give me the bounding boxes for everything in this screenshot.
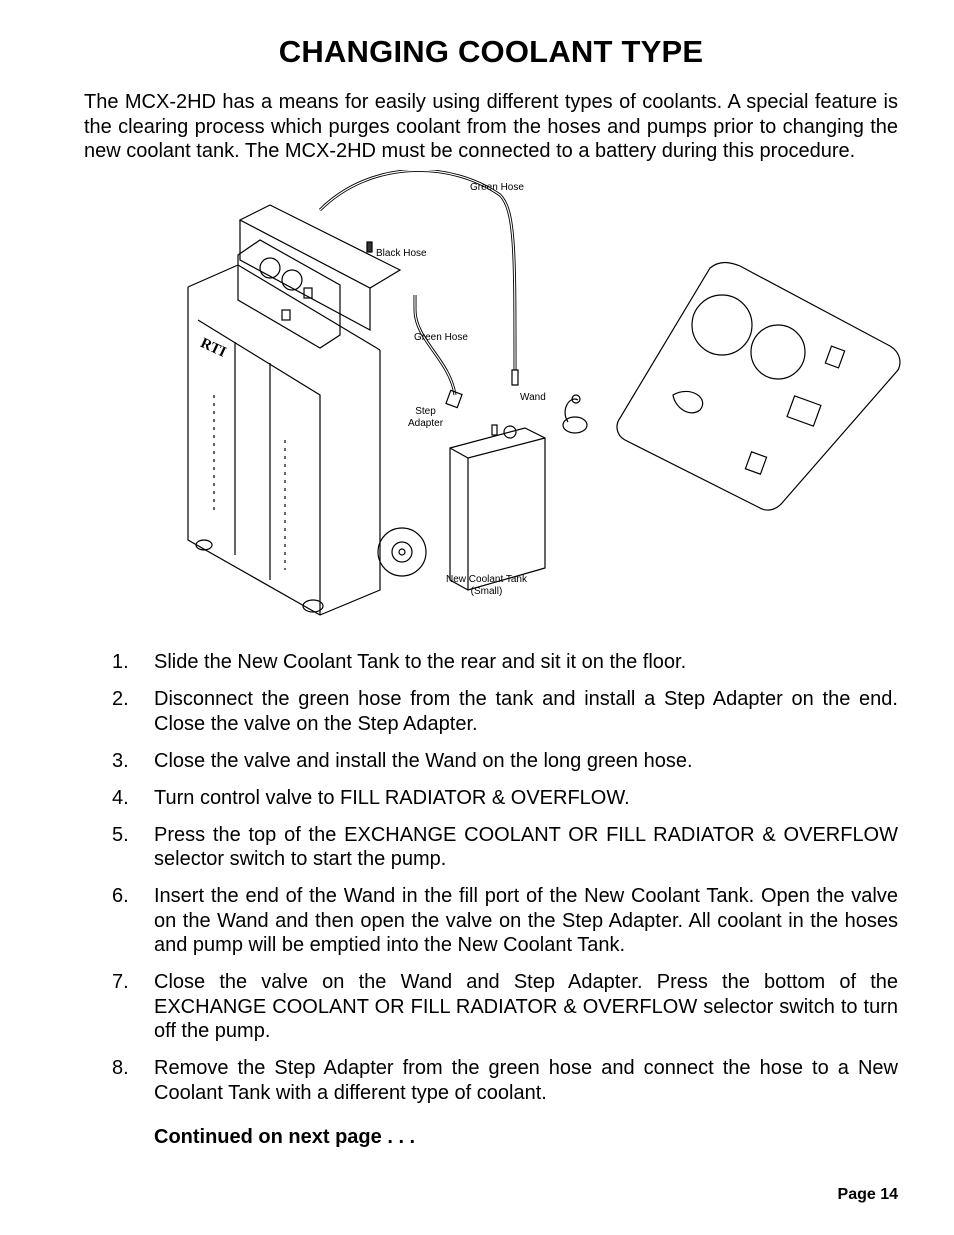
machine-illustration bbox=[187, 170, 901, 616]
label-step-adapter: Step Adapter bbox=[408, 406, 444, 429]
step-text: Close the valve and install the Wand on … bbox=[154, 749, 693, 772]
step-number: 5. bbox=[112, 823, 129, 846]
page-number: Page 14 bbox=[837, 1186, 898, 1203]
step-number: 3. bbox=[112, 749, 129, 772]
label-new-coolant-tank: New Coolant Tank (Small) bbox=[446, 574, 527, 597]
step-text: Disconnect the green hose from the tank … bbox=[154, 688, 898, 735]
label-black-hose: Black Hose bbox=[376, 248, 427, 259]
step-text: Close the valve on the Wand and Step Ada… bbox=[154, 971, 898, 1042]
label-wand: Wand bbox=[520, 392, 546, 403]
step-text: Insert the end of the Wand in the fill p… bbox=[154, 885, 898, 956]
intro-paragraph: The MCX-2HD has a means for easily using… bbox=[84, 91, 898, 162]
step-item: 5. Press the top of the EXCHANGE COOLANT … bbox=[112, 823, 898, 872]
step-item: 4. Turn control valve to FILL RADIATOR & … bbox=[112, 786, 898, 811]
step-text: Press the top of the EXCHANGE COOLANT OR… bbox=[154, 823, 898, 871]
step-number: 6. bbox=[112, 885, 129, 907]
step-item: 8. Remove the Step Adapter from the green… bbox=[112, 1056, 898, 1105]
step-number: 2. bbox=[112, 688, 129, 710]
step-item: 3. Close the valve and install the Wand o… bbox=[112, 749, 898, 774]
step-number: 8. bbox=[112, 1057, 129, 1079]
step-number: 4. bbox=[112, 786, 129, 809]
step-text: Remove the Step Adapter from the green h… bbox=[154, 1057, 898, 1104]
step-item: 1. Slide the New Coolant Tank to the rear… bbox=[112, 650, 898, 675]
label-green-hose-top: Green Hose bbox=[470, 182, 524, 193]
label-green-hose-mid: Green Hose bbox=[414, 332, 468, 343]
step-number: 1. bbox=[112, 651, 129, 673]
step-item: 2. Disconnect the green hose from the tan… bbox=[112, 687, 898, 736]
step-item: 7. Close the valve on the Wand and Step A… bbox=[112, 970, 898, 1044]
page-title: CHANGING COOLANT TYPE bbox=[278, 34, 704, 69]
coolant-machine-diagram: Green Hose Black Hose Green Hose Step Ad… bbox=[170, 170, 910, 630]
step-text: Turn control valve to FILL RADIATOR & OV… bbox=[154, 786, 630, 809]
procedure-steps: 1. Slide the New Coolant Tank to the rear… bbox=[112, 650, 898, 1118]
step-text: Slide the New Coolant Tank to the rear a… bbox=[154, 651, 687, 673]
step-number: 7. bbox=[112, 971, 129, 993]
continued-note: Continued on next page . . . bbox=[154, 1126, 416, 1148]
step-item: 6. Insert the end of the Wand in the fill… bbox=[112, 884, 898, 958]
